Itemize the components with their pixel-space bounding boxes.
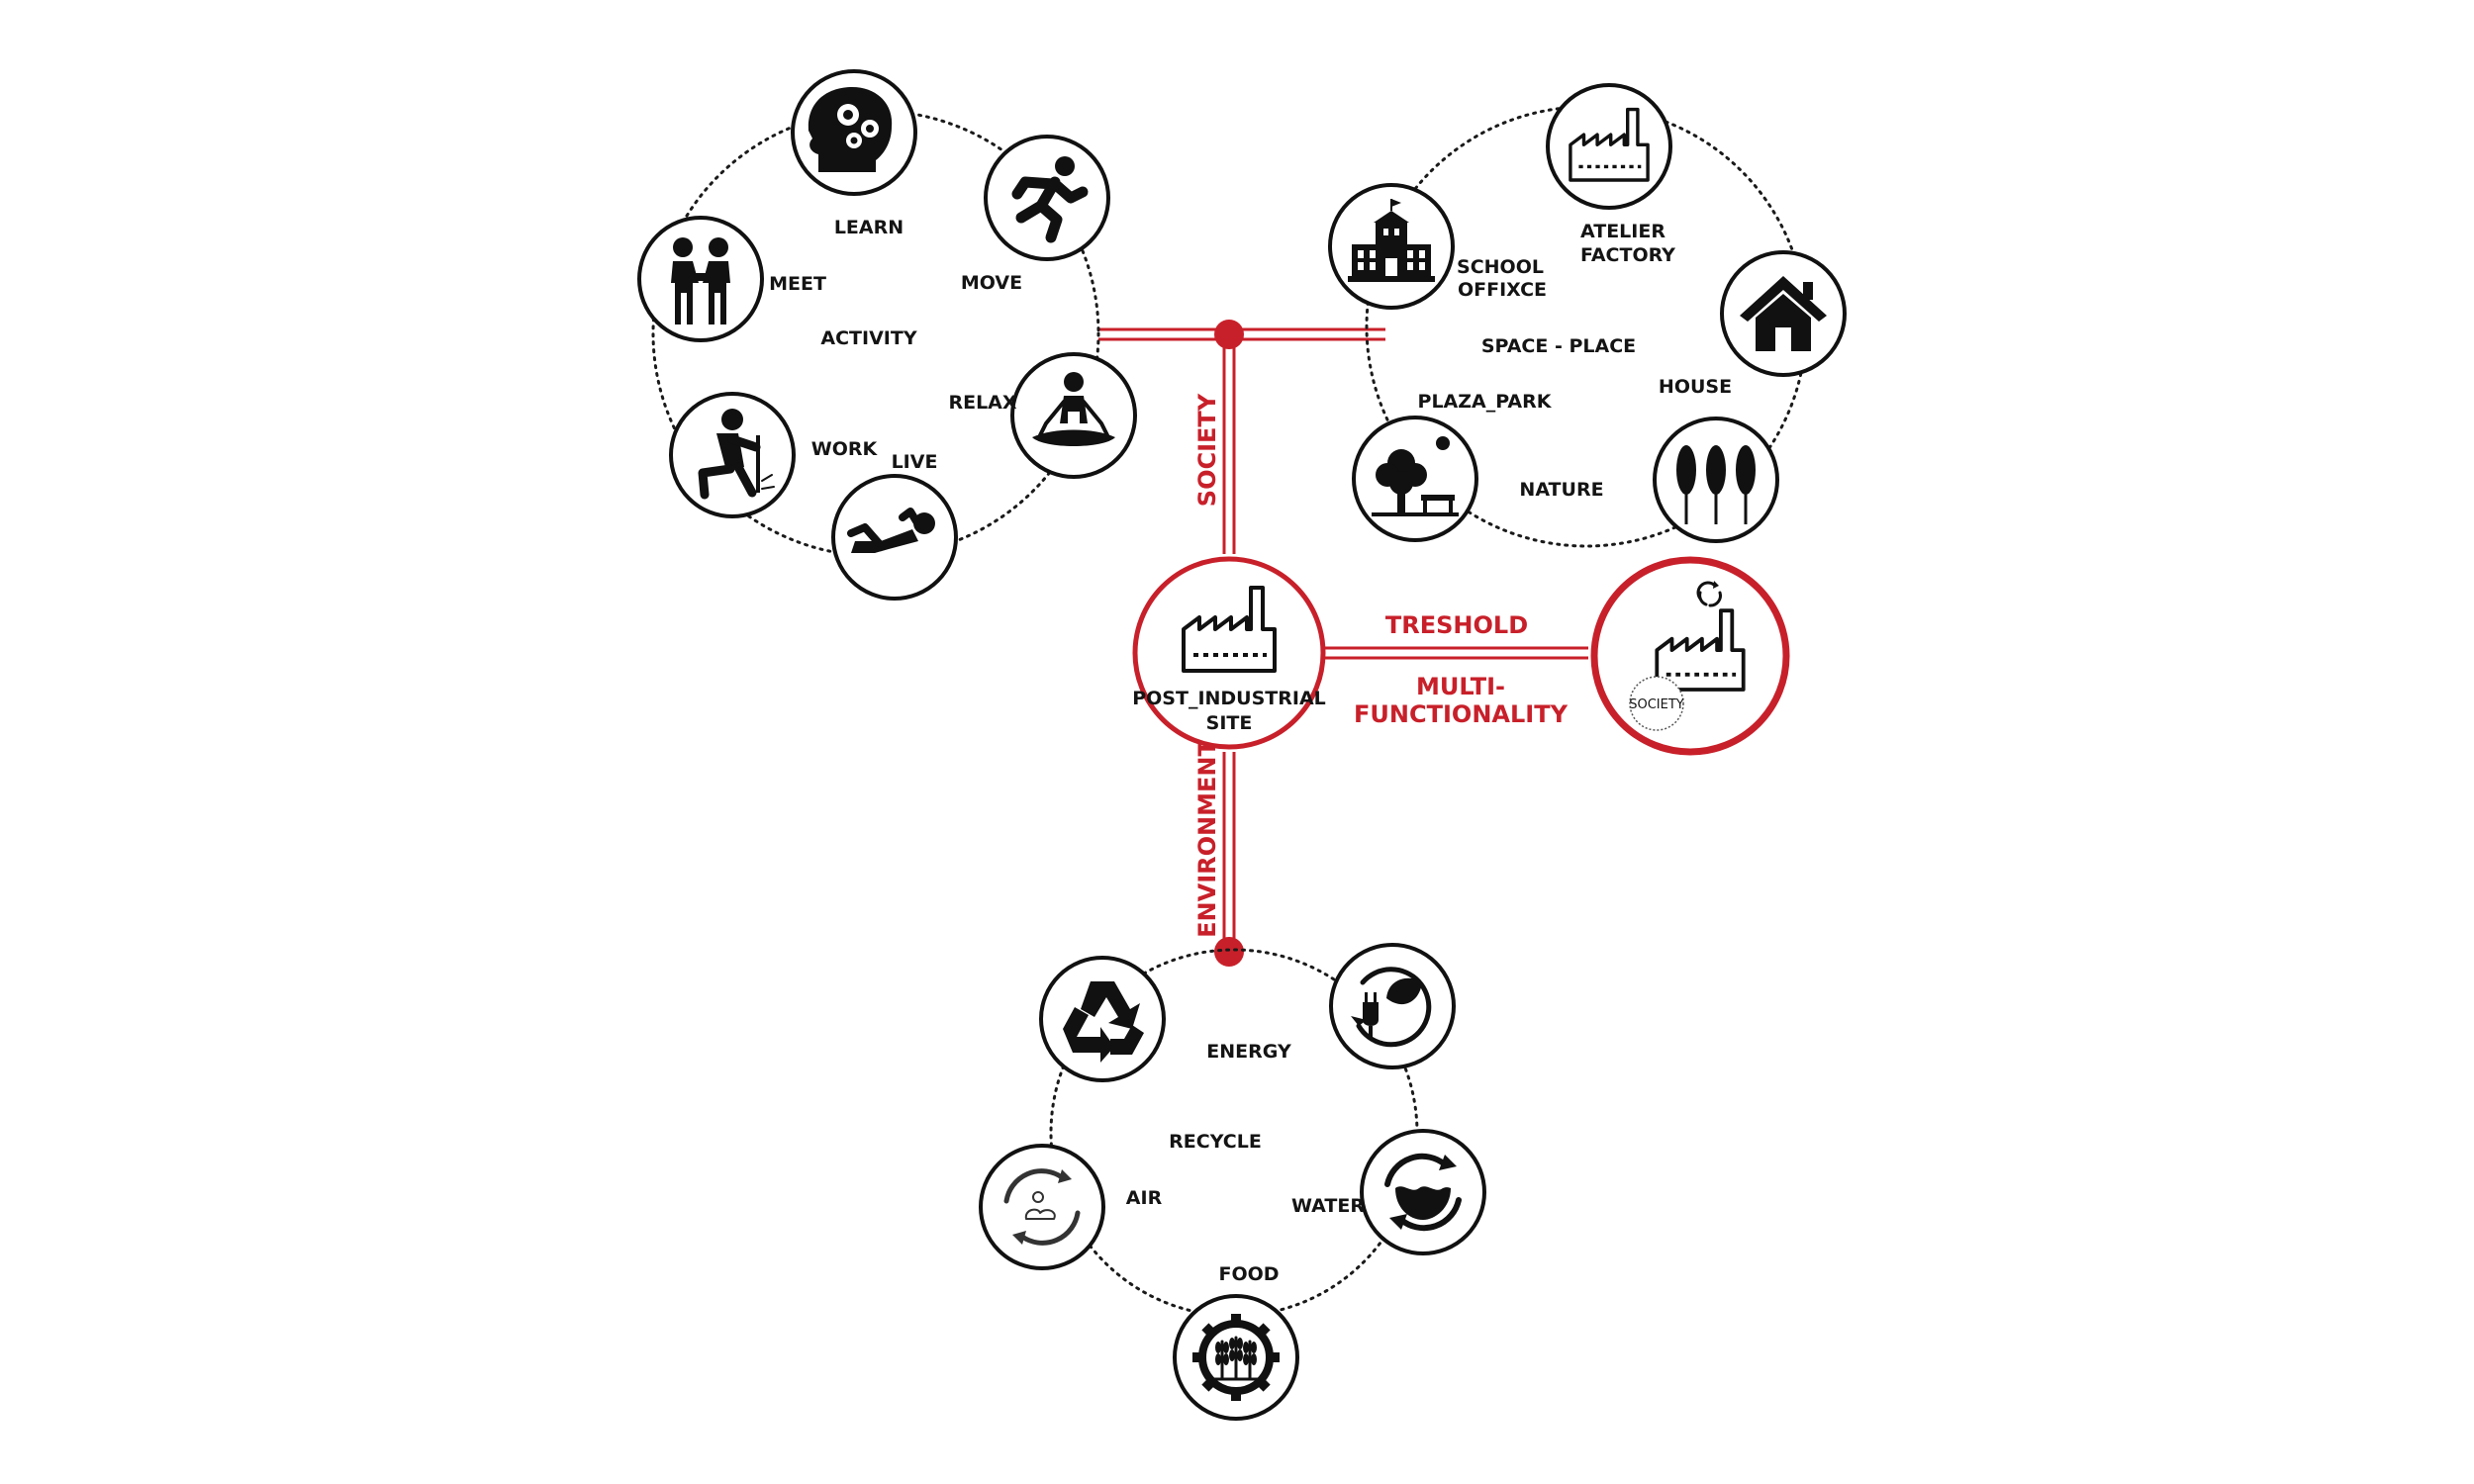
multifunctionality-label-line1: MULTI- xyxy=(1416,673,1505,700)
post-industrial-site-hub[interactable] xyxy=(1132,556,1326,750)
environment-link-label: ENVIRONMENT xyxy=(1193,740,1221,938)
hub-label-line1: POST_INDUSTRIAL xyxy=(1132,688,1326,709)
running-person-icon xyxy=(1011,156,1089,243)
air-label: AIR xyxy=(1126,1187,1163,1209)
air-cycle-icon xyxy=(1003,1168,1081,1246)
atelier-factory-node[interactable] xyxy=(1546,83,1672,210)
meet-node[interactable] xyxy=(637,216,764,342)
work-node[interactable] xyxy=(669,392,796,518)
threshold-link-label: TRESHOLD xyxy=(1385,611,1528,639)
environment-cluster: RECYCLE ENERGY xyxy=(979,943,1486,1421)
air-node[interactable] xyxy=(979,1144,1105,1270)
move-node[interactable] xyxy=(984,135,1110,261)
school-office-node[interactable] xyxy=(1328,183,1455,310)
head-gears-icon xyxy=(808,87,893,172)
relax-node[interactable] xyxy=(1010,352,1137,479)
school-label: SCHOOL xyxy=(1457,256,1544,278)
junction-dot-bottom xyxy=(1214,937,1244,967)
live-label: LIVE xyxy=(892,451,938,473)
learn-node[interactable] xyxy=(791,69,917,196)
recycle-node[interactable] xyxy=(1039,956,1166,1082)
handshake-people-icon xyxy=(671,237,730,325)
house-node[interactable] xyxy=(1720,250,1847,377)
junction-dot-top xyxy=(1214,320,1244,349)
society-badge-label: SOCIETY xyxy=(1629,697,1684,712)
plaza-park-node[interactable] xyxy=(1352,416,1478,542)
connection-lines xyxy=(1098,327,1588,950)
trees-icon xyxy=(1676,445,1756,524)
activity-center-label: ACTIVITY xyxy=(820,327,916,349)
society-badge xyxy=(1629,676,1684,731)
food-node[interactable] xyxy=(1173,1294,1299,1421)
hub-label-line2: SITE xyxy=(1206,712,1253,734)
house-label: HOUSE xyxy=(1659,376,1732,398)
wheat-gear-icon xyxy=(1192,1314,1280,1401)
factory-label: FACTORY xyxy=(1580,244,1675,266)
water-label: WATER xyxy=(1291,1195,1365,1217)
move-label: MOVE xyxy=(961,272,1022,294)
meet-label: MEET xyxy=(769,273,826,295)
kneeling-worker-icon xyxy=(698,409,775,500)
work-label: WORK xyxy=(811,438,879,460)
nature-label: NATURE xyxy=(1519,479,1603,501)
energy-label: ENERGY xyxy=(1206,1041,1291,1063)
atelier-label: ATELIER xyxy=(1580,221,1665,242)
meditation-icon xyxy=(1032,372,1115,446)
energy-node[interactable] xyxy=(1329,943,1456,1069)
park-tree-bench-icon xyxy=(1372,436,1459,516)
recycle-label: RECYCLE xyxy=(1169,1131,1262,1153)
food-label: FOOD xyxy=(1218,1263,1279,1285)
space-center-label: SPACE - PLACE xyxy=(1481,335,1636,357)
activity-cluster: LEARN MOVE MEET ACTIVITY xyxy=(637,69,1137,601)
relax-label: RELAX xyxy=(948,392,1016,414)
multifunctionality-label-line2: FUNCTIONALITY xyxy=(1354,700,1569,728)
recycle-small-icon xyxy=(1696,581,1722,607)
space-place-cluster: ATELIER FACTORY S xyxy=(1328,83,1847,548)
eco-plug-leaf-icon xyxy=(1351,967,1432,1048)
plaza-park-label: PLAZA_PARK xyxy=(1418,391,1553,413)
live-node[interactable] xyxy=(831,474,958,601)
society-link-label: SOCIETY xyxy=(1193,393,1221,507)
house-icon xyxy=(1740,276,1827,351)
school-building-icon xyxy=(1348,199,1435,282)
reclining-person-icon xyxy=(847,508,935,553)
offixce-label: OFFIXCE xyxy=(1458,279,1547,301)
water-cycle-icon xyxy=(1384,1153,1462,1232)
nature-node[interactable] xyxy=(1653,417,1779,543)
water-node[interactable] xyxy=(1360,1129,1486,1255)
recycle-icon xyxy=(1063,981,1144,1063)
learn-label: LEARN xyxy=(834,217,904,238)
multifunctional-site-node[interactable] xyxy=(1590,556,1790,756)
